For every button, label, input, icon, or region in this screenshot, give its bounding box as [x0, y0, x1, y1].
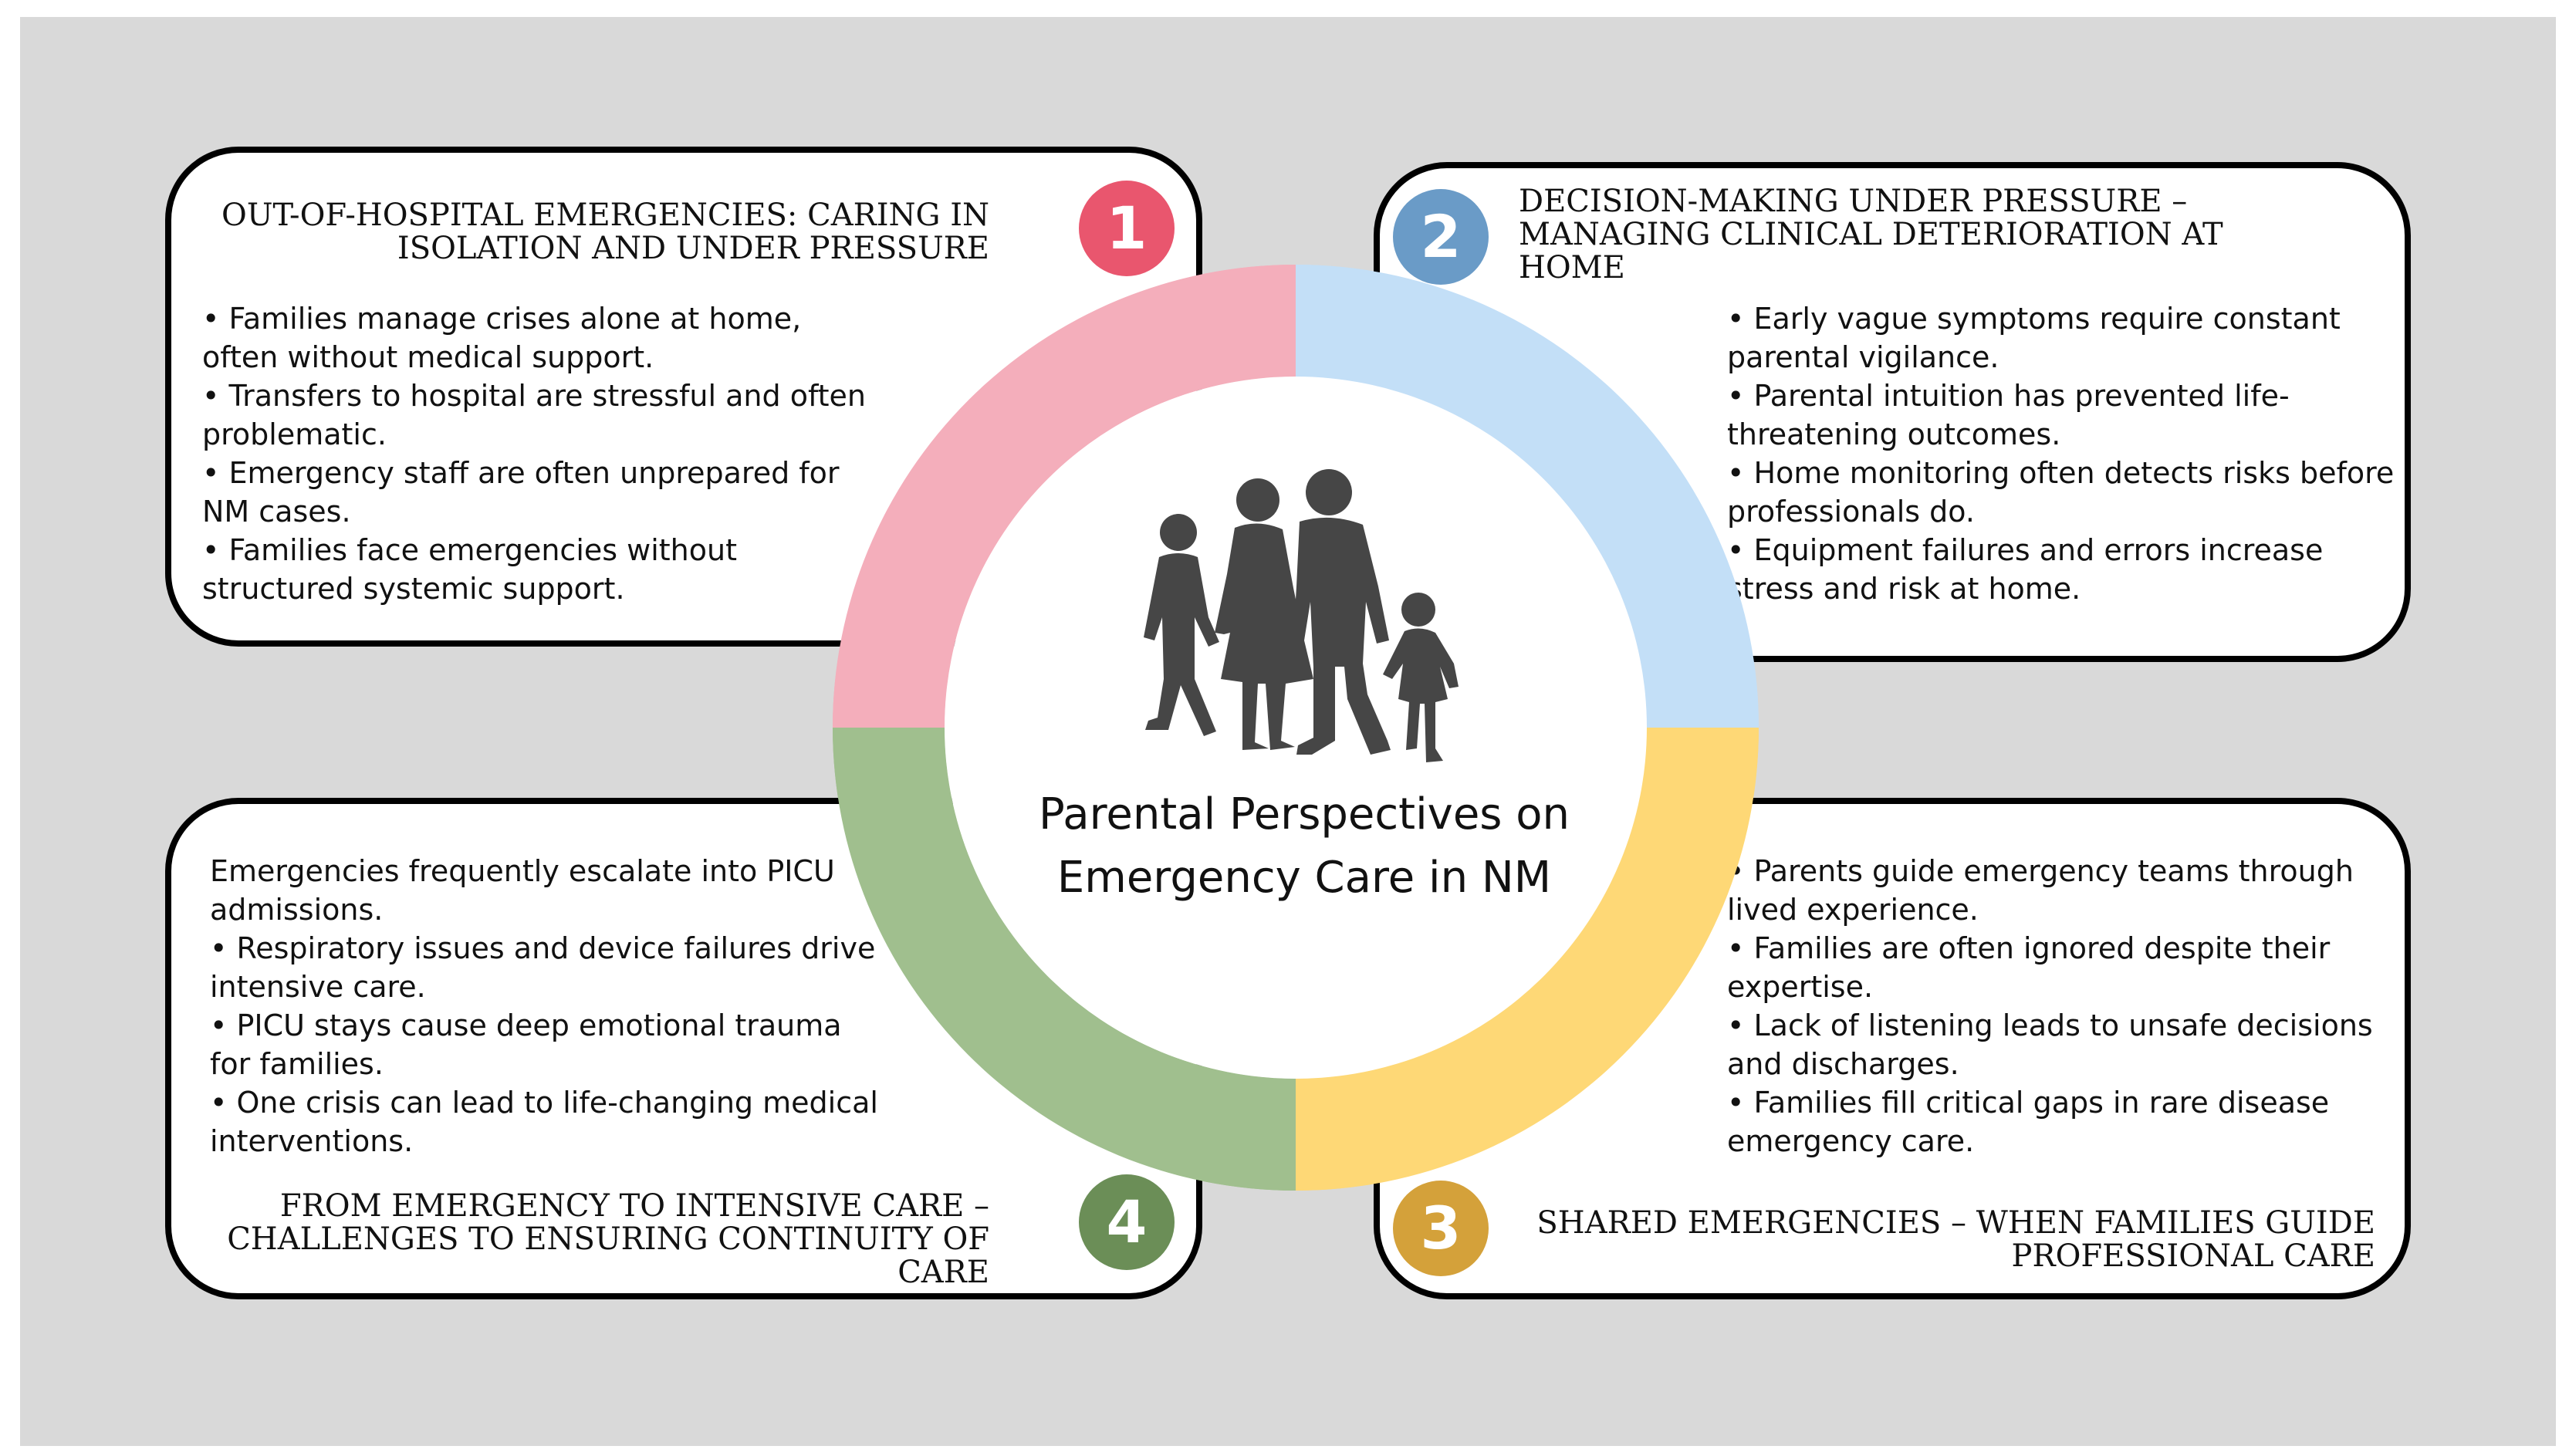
section-2-bullet: • Home monitoring often detects risks be…	[1727, 456, 2395, 529]
ring-overlay-4	[833, 728, 1296, 1191]
section-4-bullet: • PICU stays cause deep emotional trauma…	[210, 1008, 842, 1081]
section-3-badge: 3	[1393, 1181, 1489, 1276]
section-1-badge: 1	[1079, 181, 1175, 276]
section-3-bullet: • Families are often ignored despite the…	[1727, 931, 2331, 1004]
family-silhouette-icon	[1144, 469, 1459, 762]
section-2-badge: 2	[1393, 189, 1489, 285]
section-1-bullets: • Families manage crises alone at home, …	[202, 299, 881, 608]
section-1-bullet: • Transfers to hospital are stressful an…	[202, 379, 867, 451]
section-4-bullet: • Respiratory issues and device failures…	[210, 931, 876, 1004]
ring-overlay-2	[1296, 265, 1759, 728]
section-4-bullet: Emergencies frequently escalate into PIC…	[210, 854, 835, 927]
section-2-bullet: • Equipment failures and errors increase…	[1727, 533, 2324, 606]
section-3-title: SHARED EMERGENCIES – WHEN FAMILIES GUIDE…	[1536, 1205, 2375, 1274]
section-1-title: OUT-OF-HOSPITAL EMERGENCIES: CARING IN I…	[221, 198, 989, 266]
ring-overlay-3	[1296, 728, 1759, 1191]
section-3-bullet: • Lack of listening leads to unsafe deci…	[1727, 1008, 2373, 1081]
section-3-bullet: • Families fill critical gaps in rare di…	[1727, 1086, 2330, 1158]
center-title: Parental Perspectives on Emergency Care …	[1039, 789, 1570, 903]
section-1-bullet: • Families face emergencies without stru…	[202, 533, 737, 606]
section-3-bullets: • Parents guide emergency teams through …	[1727, 852, 2406, 1160]
section-4-badge: 4	[1079, 1174, 1175, 1270]
section-1-bullet: • Emergency staff are often unprepared f…	[202, 456, 840, 529]
section-4-bullet: • One crisis can lead to life-changing m…	[210, 1086, 878, 1158]
section-1-bullet: • Families manage crises alone at home, …	[202, 302, 802, 374]
section-2-bullets: • Early vague symptoms require constant …	[1727, 299, 2398, 608]
section-2-bullet: • Parental intuition has prevented life-…	[1727, 379, 2290, 451]
section-4-title: FROM EMERGENCY TO INTENSIVE CARE – CHALL…	[227, 1188, 989, 1290]
section-2-bullet: • Early vague symptoms require constant …	[1727, 302, 2341, 374]
center-disc	[945, 377, 1647, 1079]
section-3-bullet: • Parents guide emergency teams through …	[1727, 854, 2354, 927]
section-2-title: DECISION-MAKING UNDER PRESSURE – MANAGIN…	[1519, 184, 2223, 285]
ring-overlay-1	[833, 265, 1296, 728]
section-4-bullets: Emergencies frequently escalate into PIC…	[210, 852, 889, 1160]
